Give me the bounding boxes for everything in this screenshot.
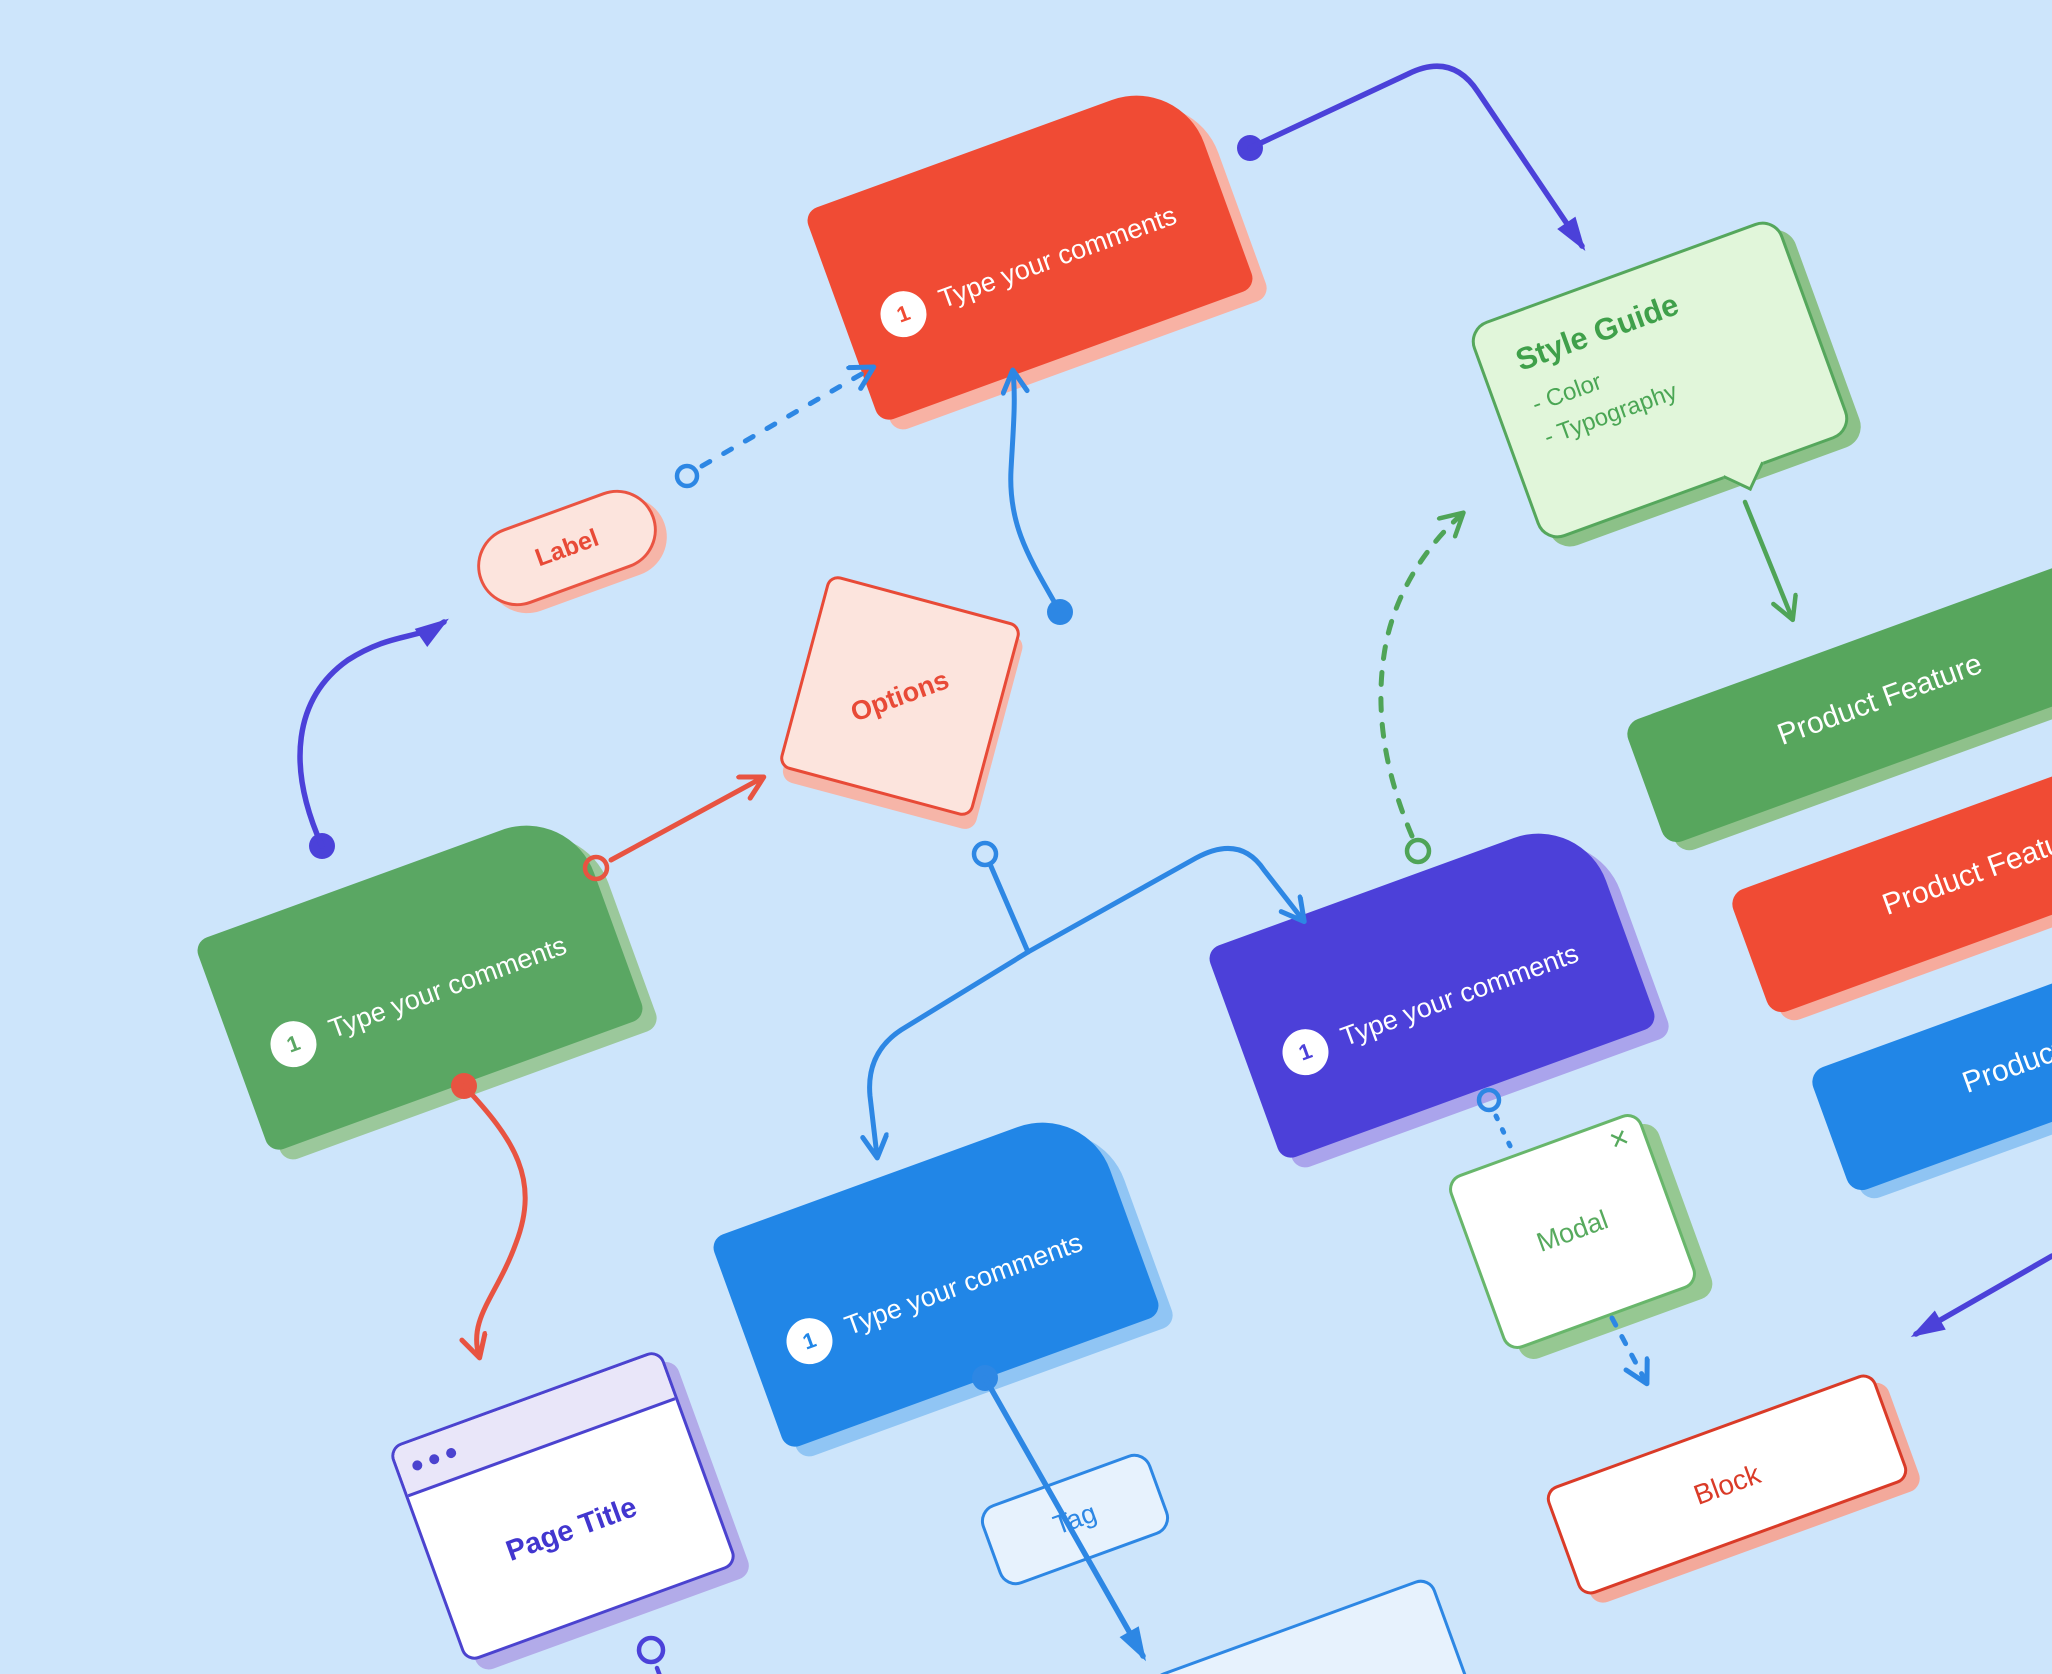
comment-count-badge: 1 (873, 284, 933, 344)
connector-endpoint-ring (971, 840, 999, 868)
connector-endpoint-dot (1047, 599, 1073, 625)
connector-endpoint-ring (1404, 837, 1432, 865)
arrow-edge-to-block (1910, 1253, 2052, 1337)
label-pill[interactable]: Label (465, 478, 669, 618)
comment-card-label: Type your comments (324, 930, 571, 1044)
comment-card-label: Type your comments (1336, 938, 1583, 1052)
arrow-to-redcard-bottom (1011, 372, 1063, 615)
browser-window[interactable]: Page Title (387, 1348, 739, 1664)
window-control-icon (444, 1446, 458, 1460)
style-guide-note[interactable]: Style Guide - Color - Typography (1465, 215, 1855, 545)
close-icon[interactable]: ✕ (1605, 1123, 1634, 1157)
comment-count-badge: 1 (263, 1014, 323, 1074)
connector-endpoint-ring (1476, 1087, 1502, 1113)
page-title: Page Title (501, 1491, 642, 1568)
window-control-icon (427, 1452, 441, 1466)
tag-pill[interactable]: Tag (975, 1448, 1175, 1591)
comment-card-green[interactable]: 1 Type your comments (193, 805, 647, 1154)
dashed-arrow-to-redcard (699, 368, 872, 469)
partial-card-bottom[interactable] (1148, 1575, 1482, 1674)
dashed-arrow-modal-to-block (1609, 1315, 1646, 1382)
arrow-styleguide-to-feature (1742, 499, 1792, 618)
comment-card-purple[interactable]: 1 Type your comments (1205, 813, 1659, 1162)
connector-endpoint-ring (636, 1635, 666, 1665)
comment-card-label: Type your comments (934, 200, 1181, 314)
connector-endpoint-dot (1237, 135, 1263, 161)
comment-count-badge: 1 (1275, 1022, 1335, 1082)
comment-card-blue[interactable]: 1 Type your comments (709, 1102, 1163, 1451)
arrow-to-bluecard (870, 949, 1031, 1156)
comment-card-red[interactable]: 1 Type your comments (803, 75, 1257, 424)
modal-card[interactable]: ✕ Modal (1444, 1109, 1701, 1354)
speech-bubble-tail (1723, 449, 1765, 491)
block-card[interactable]: Block (1542, 1370, 1912, 1599)
connector-endpoint-dot (309, 833, 335, 859)
connector-endpoint-ring (674, 463, 700, 489)
options-label: Options (846, 663, 953, 728)
connector-stem (987, 861, 1031, 955)
modal-label: Modal (1532, 1204, 1613, 1258)
arrow-to-pagewindow (464, 1083, 528, 1356)
arrow-greencard-to-label (297, 618, 449, 849)
arrow-redcard-to-styleguide (1247, 63, 1586, 251)
comment-count-badge: 1 (779, 1311, 839, 1371)
window-control-icon (410, 1458, 424, 1472)
dotted-link-below-pagewindow (654, 1665, 662, 1674)
dotted-link-to-modal (1493, 1113, 1515, 1153)
dashed-arrow-to-styleguide (1378, 514, 1462, 839)
comment-card-label: Type your comments (840, 1227, 1087, 1341)
arrow-to-options (608, 778, 762, 863)
options-diamond[interactable]: Options (777, 573, 1023, 819)
